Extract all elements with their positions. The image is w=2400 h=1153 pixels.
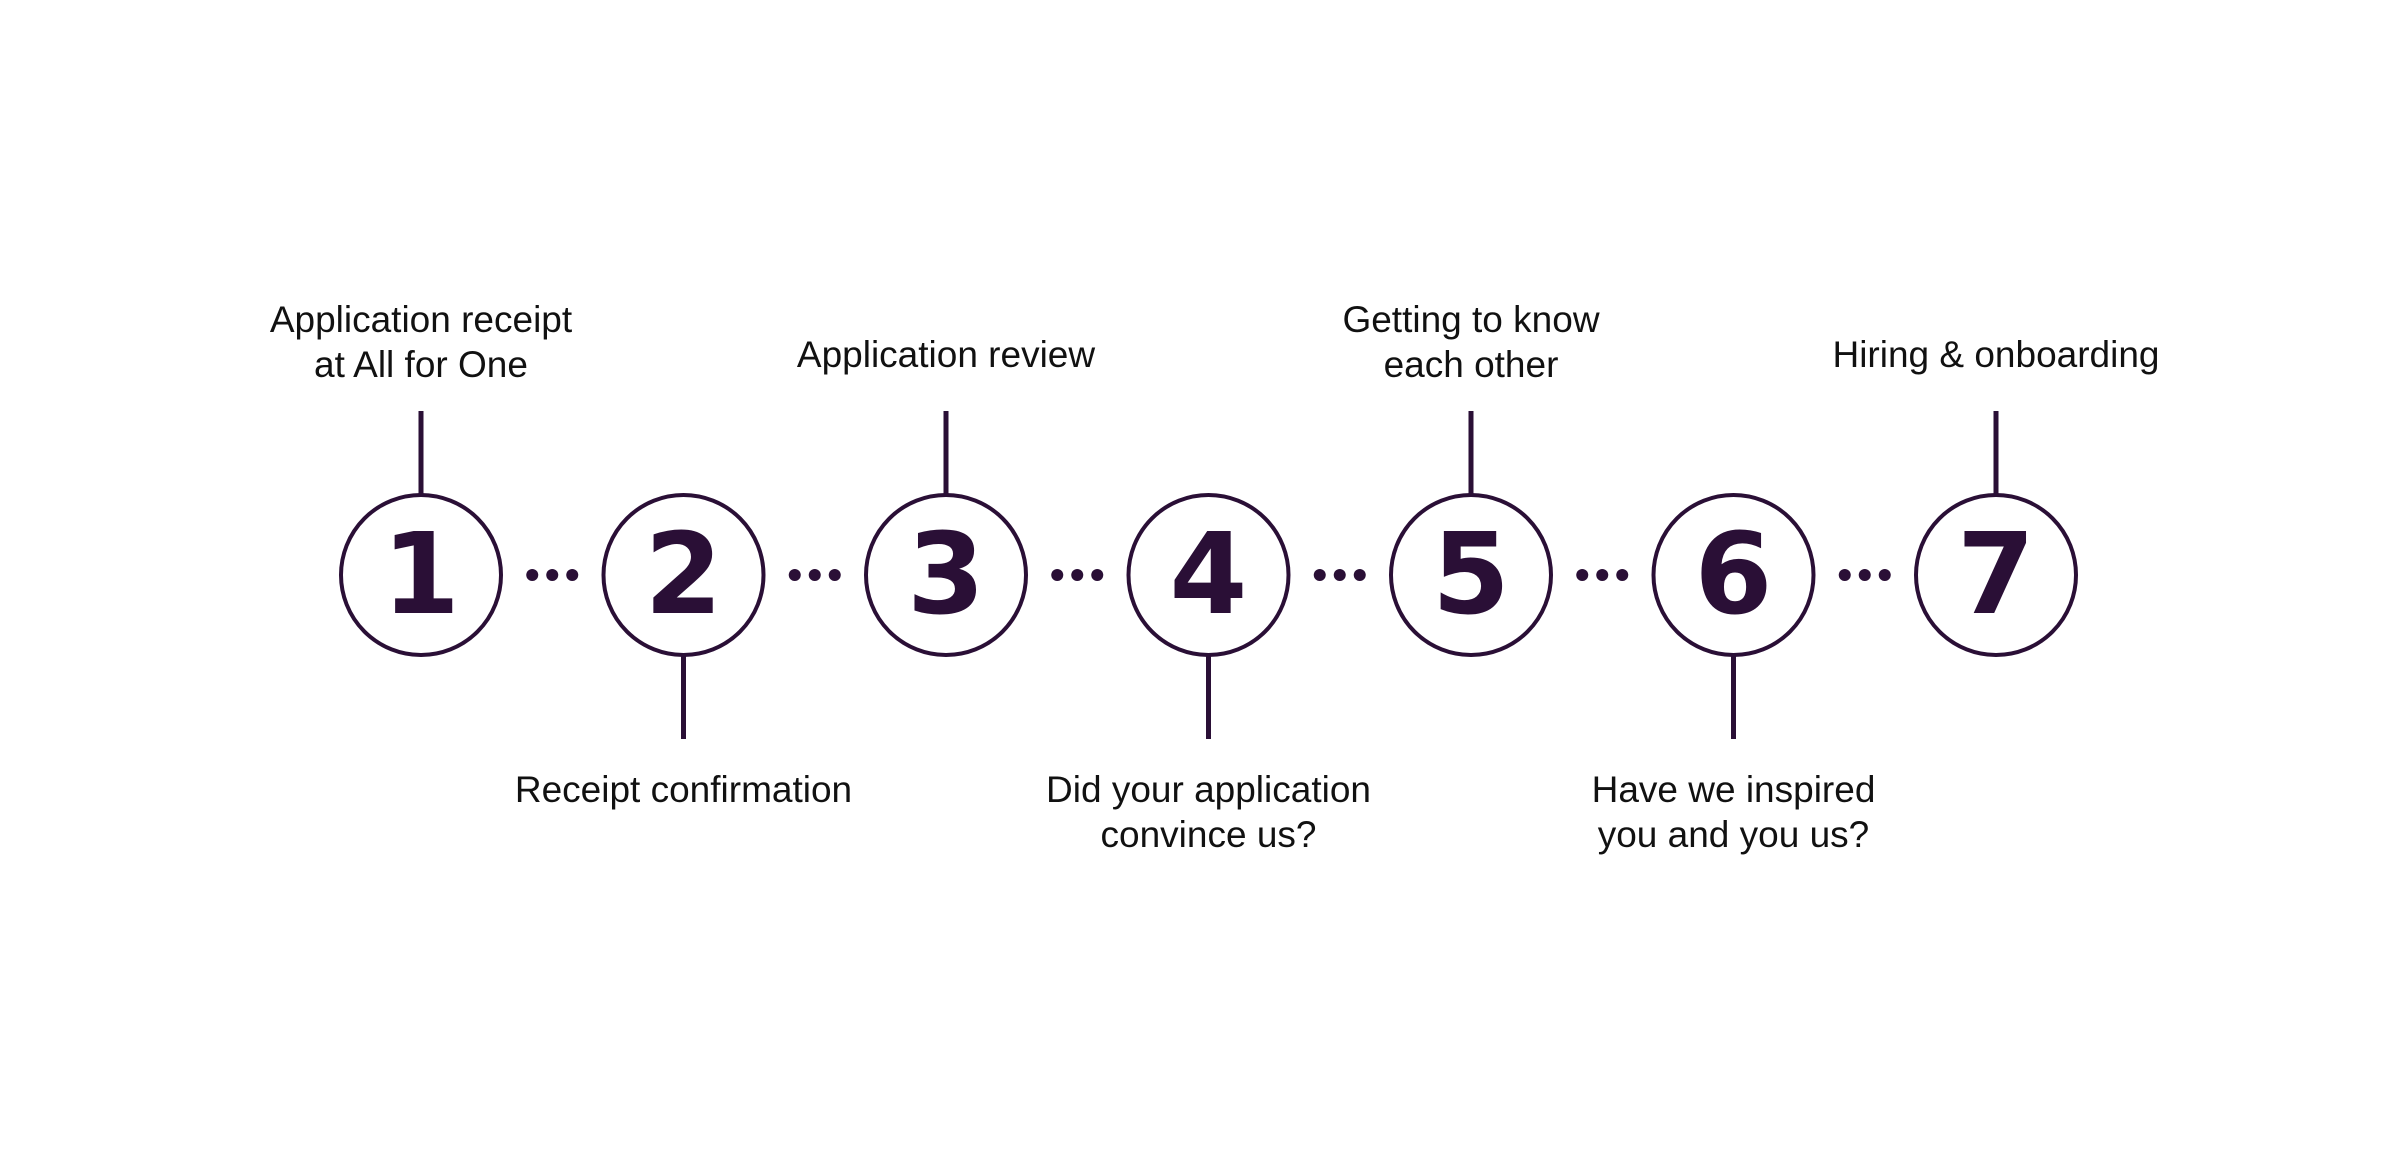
connector-dot-5-3 — [1616, 569, 1629, 581]
step-3-circle — [864, 493, 1028, 657]
step-5-circle — [1389, 493, 1553, 657]
connector-dot-4-1 — [1313, 569, 1326, 581]
connector-dot-3-1 — [1051, 569, 1064, 581]
step-4-label-line-2: convince us? — [1101, 814, 1317, 855]
step-6-label-line-2: you and you us? — [1598, 814, 1870, 855]
step-7-label-line-1: Hiring & onboarding — [1832, 334, 2159, 375]
connector-dot-2-1 — [788, 569, 801, 581]
connector-dot-6-1 — [1838, 569, 1851, 581]
connector-dot-3-2 — [1071, 569, 1084, 581]
step-7-number: 7 — [1957, 510, 2035, 640]
step-6-circle — [1651, 493, 1816, 657]
step-1-label-line-2: at All for One — [314, 344, 528, 385]
connector-dot-4-2 — [1333, 569, 1346, 581]
step-6-number: 6 — [1695, 510, 1773, 640]
step-7-circle — [1914, 493, 2078, 657]
step-6-label-line-1: Have we inspired — [1592, 769, 1876, 810]
step-4-circle — [1126, 493, 1291, 657]
step-1-label-line-1: Application receipt — [270, 299, 573, 340]
connector-dot-5-2 — [1596, 569, 1609, 581]
step-2-number: 2 — [645, 510, 723, 640]
step-1-number: 1 — [382, 510, 460, 640]
step-4-label-line-1: Did your application — [1046, 769, 1371, 810]
step-3-label-line-1: Application review — [797, 334, 1095, 375]
step-2-label-line-1: Receipt confirmation — [515, 769, 852, 810]
step-5-label-line-2: each other — [1384, 344, 1559, 385]
connector-dot-1-1 — [526, 569, 539, 581]
connector-dot-5-1 — [1576, 569, 1589, 581]
connector-dot-1-2 — [546, 569, 559, 581]
connector-dot-4-3 — [1353, 569, 1366, 581]
step-1-circle — [339, 493, 503, 657]
step-4-number: 4 — [1170, 510, 1248, 640]
connector-dot-6-2 — [1858, 569, 1871, 581]
connector-dot-2-3 — [828, 569, 841, 581]
connector-dot-1-3 — [566, 569, 579, 581]
connector-dot-3-3 — [1091, 569, 1104, 581]
step-3-number: 3 — [907, 510, 985, 640]
step-5-label-line-1: Getting to know — [1342, 299, 1599, 340]
step-5-number: 5 — [1432, 510, 1510, 640]
connector-dot-6-3 — [1878, 569, 1891, 581]
step-2-circle — [601, 493, 766, 657]
connector-dot-2-2 — [808, 569, 821, 581]
